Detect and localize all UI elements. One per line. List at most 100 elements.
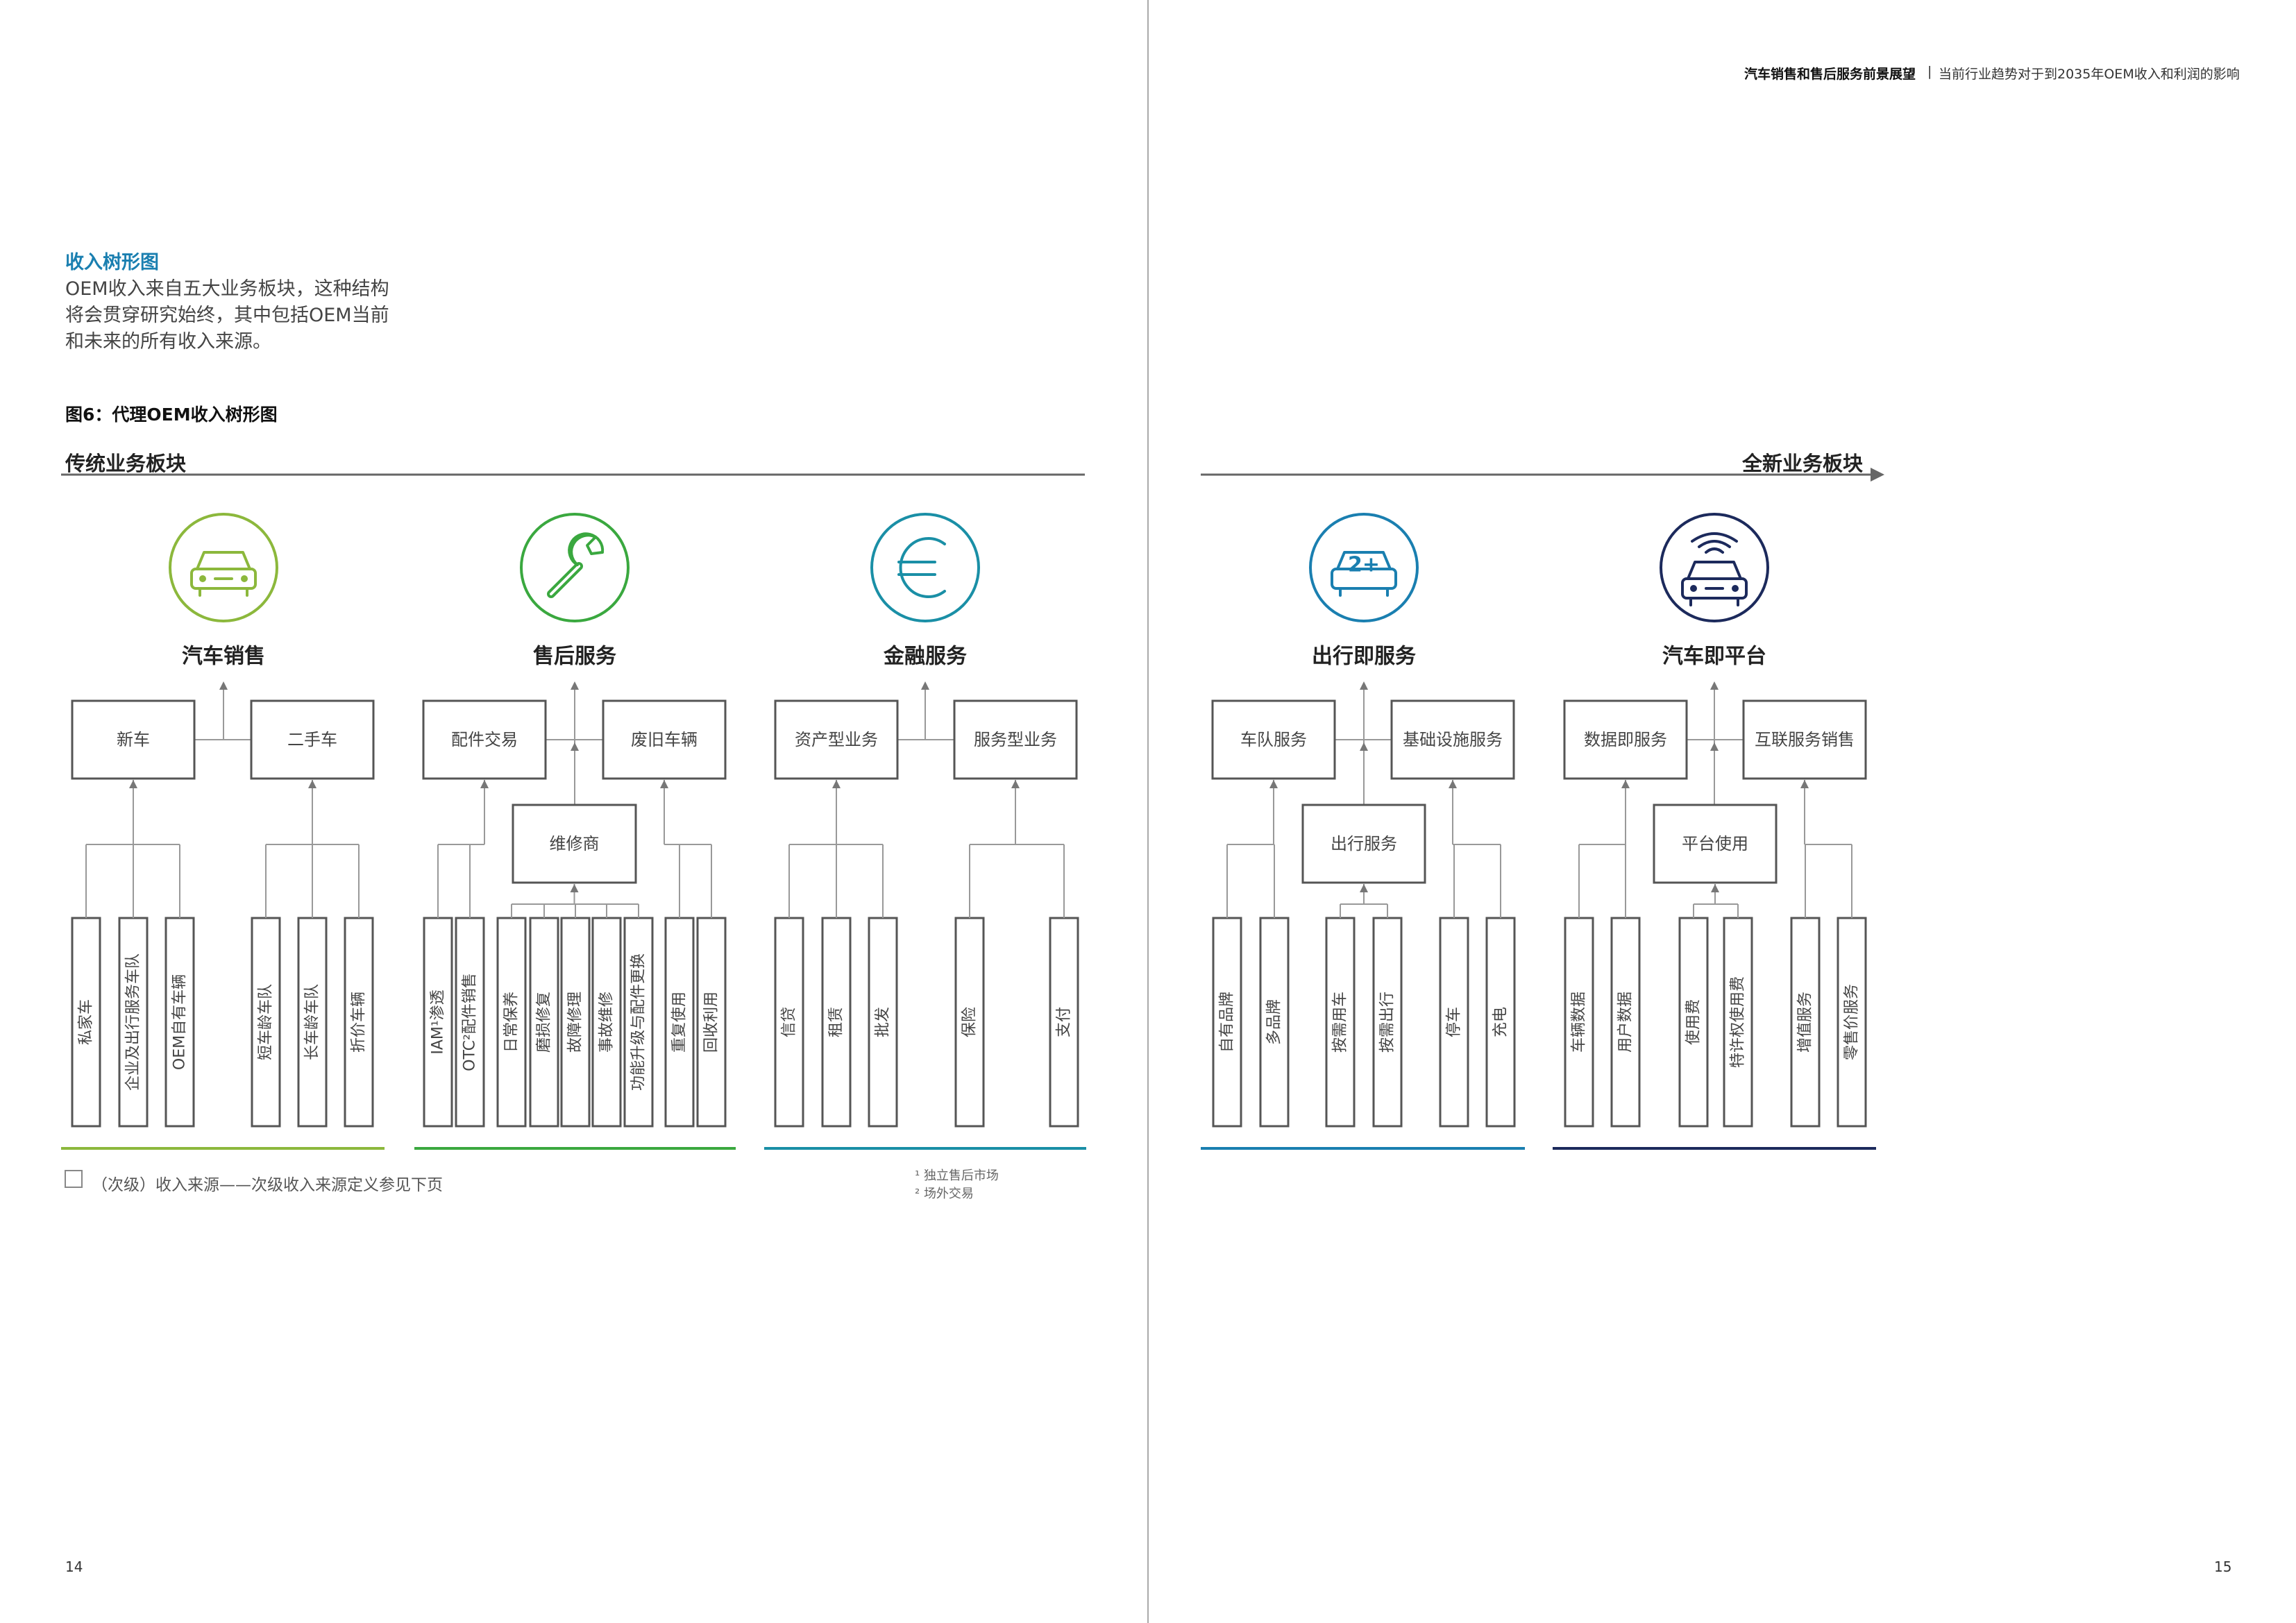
level2-box [71,699,196,780]
arrow-head [129,780,137,788]
car-body [1681,577,1748,600]
leaf-box [118,917,149,1128]
leaf-label: 充电 [1492,1007,1510,1037]
segment-mobility: 2+出行即服务车队服务基础设施服务出行服务自有品牌多品牌按需用车按需出行停车充电 [1201,513,1525,1150]
arrow-head [1710,681,1719,690]
level2-box [250,699,375,780]
signal-wave [1705,547,1724,554]
leaf-box [1439,917,1469,1128]
level2-label: 资产型业务 [795,730,878,749]
car-body [190,568,257,590]
band-label-new: 全新业务板块 [1742,452,1864,475]
arrow-head [1360,884,1368,892]
arrow-head [1449,780,1457,788]
leaf-label: 特许权使用费 [1730,976,1747,1068]
level2-box [1742,699,1867,780]
carpool-label: 2+ [1348,553,1380,577]
header-title: 汽车销售和售后服务前景展望 [1744,67,1916,82]
leaf-label: 自有品牌 [1219,992,1236,1053]
euro-arc [899,537,946,598]
leaf-label: 事故维修 [598,992,616,1053]
figure-title: 图6：代理OEM收入树形图 [65,405,278,425]
arrow-head [1710,742,1719,751]
leaf-box [529,917,559,1128]
leaf-label: 支付 [1056,1007,1073,1037]
leaf-label: 长车龄车队 [304,984,321,1060]
wrench-handle-inner [550,565,580,595]
leaf-box [1325,917,1356,1128]
leaf-box [455,917,485,1128]
intro-line: 将会贯穿研究始终，其中包括OEM当前 [65,305,389,326]
leaf-label: 保险 [961,1007,979,1037]
leaf-box [164,917,195,1128]
leaf-label: 信贷 [781,1007,798,1037]
level2-label: 配件交易 [451,730,518,749]
leaf-label: 日常保养 [503,992,521,1053]
leaf-label: OEM自有车辆 [171,974,189,1070]
wrench-head [568,532,605,566]
leaf-label: 批发 [875,1007,892,1037]
band-arrow-head [1871,468,1884,482]
intermediate-box [512,804,637,884]
intermediate-box [1653,804,1778,884]
level2-label: 新车 [117,730,150,749]
arrow-head [660,780,668,788]
intermediate-label: 平台使用 [1682,834,1748,853]
arrow-head [921,681,929,690]
leaf-label: 租赁 [828,1007,845,1037]
leaf-label: 故障修理 [567,992,584,1053]
car-light [1732,585,1739,592]
header-subtitle: 当前行业趋势对于到2035年OEM收入和利润的影响 [1939,67,2240,82]
arrow-head [570,884,579,892]
leaf-box [1372,917,1403,1128]
arrow-head [571,742,579,751]
segment-title: 出行即服务 [1312,645,1416,669]
arrow-head [1011,780,1020,788]
leaf-label: 企业及出行服务车队 [125,953,142,1091]
arrow-head [308,780,316,788]
level2-box [1390,699,1515,780]
arrow-head [1621,780,1630,788]
leaf-label: 磨损修复 [536,992,553,1053]
level2-box [1211,699,1336,780]
level2-box [953,699,1078,780]
leaf-box [251,917,281,1128]
legend-text: （次级）收入来源——次级收入来源定义参见下页 [92,1176,443,1194]
leaf-label: 功能升级与配件更换 [630,953,648,1091]
arrow-head [219,681,228,690]
icon-ring [1660,513,1769,622]
page-number-right: 15 [2214,1558,2232,1575]
segment-title: 售后服务 [533,645,616,669]
leaf-box [1564,917,1594,1128]
footnote: ¹ 独立售后市场 [915,1169,999,1183]
car-light [1690,585,1697,592]
intro-line: OEM收入来自五大业务板块，这种结构 [65,278,389,300]
leaf-box [868,917,898,1128]
car-roof [196,551,251,570]
page-number-left: 14 [65,1558,83,1575]
segment-title: 汽车即平台 [1662,645,1766,669]
leaf-box [297,917,328,1128]
arrow-head [571,681,579,690]
leaf-box [1678,917,1709,1128]
leaf-label: 增值服务 [1797,992,1814,1053]
car-roof [1336,551,1392,570]
icon-ring [870,513,980,622]
level2-label: 服务型业务 [974,730,1057,749]
header-separator: | [1927,64,1932,79]
arrow-head [832,780,841,788]
level2-label: 数据即服务 [1584,730,1667,749]
leaf-box [71,917,101,1128]
arrow-head [1360,742,1368,751]
level2-box [602,699,727,780]
level2-label: 废旧车辆 [631,730,698,749]
leaf-label: 折价车辆 [351,992,368,1053]
segment-platform: 汽车即平台数据即服务互联服务销售平台使用车辆数据用户数据使用费特许权使用费增值服… [1553,513,1876,1150]
car-light [199,575,206,582]
arrow-head [480,780,489,788]
segment-finance: 金融服务资产型业务服务型业务信贷租赁批发保险支付 [764,513,1086,1150]
leaf-box [821,917,852,1128]
arrow-head [1269,780,1278,788]
